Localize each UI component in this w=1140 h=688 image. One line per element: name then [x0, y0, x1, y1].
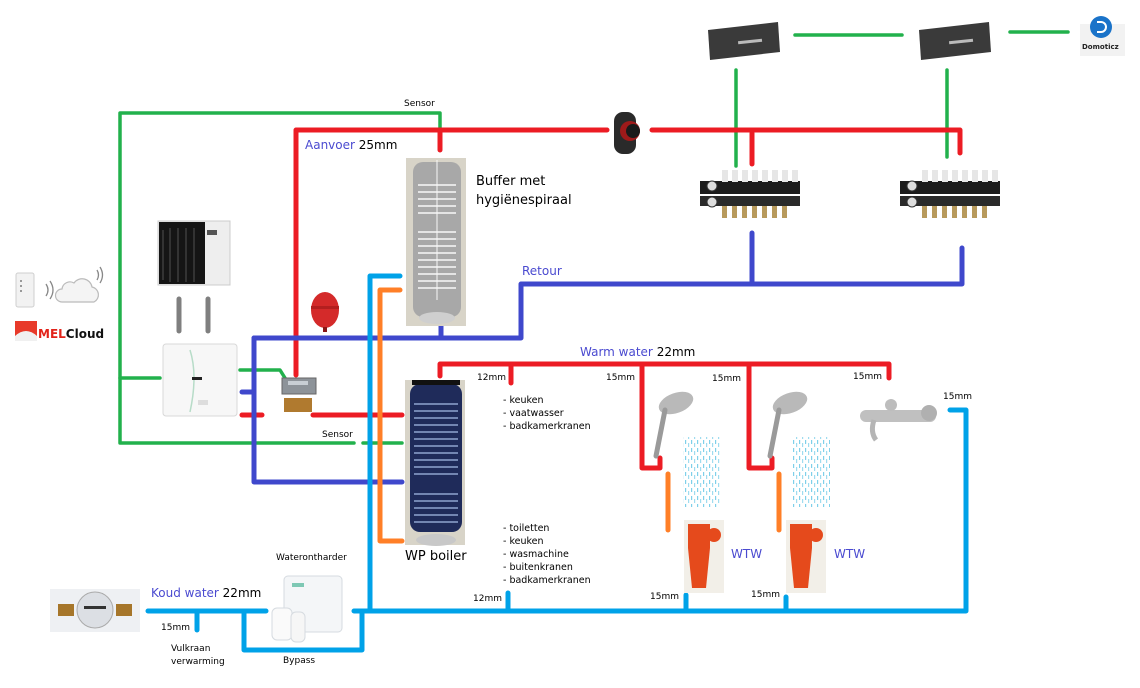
wtw-pipes [377, 287, 782, 544]
vulkraan-label: Vulkraan verwarming [171, 643, 225, 669]
cold-water-pipes [145, 273, 969, 653]
outdoor-heatpump-unit [157, 220, 231, 286]
supply-main [293, 127, 610, 378]
three-way-valve [281, 377, 317, 412]
warm-tap-list: - keuken - vaatwasser - badkamerkranen [503, 394, 591, 433]
wtw-unit-1 [684, 520, 724, 593]
wp-boiler [405, 380, 465, 546]
cold-tap-list: - toiletten - keuken - wasmachine - buit… [503, 522, 591, 587]
wtw-2-label: WTW [834, 547, 866, 561]
melcloud-mel: MEL [38, 327, 66, 341]
size-vulkraan: 15mm [161, 623, 190, 633]
buffer-tank [406, 158, 466, 326]
size-cold-main-tap: 12mm [473, 594, 502, 604]
warm-tap-item: - vaatwasser [503, 408, 564, 419]
warm-water-label: Warm water 22mm [580, 345, 695, 359]
warm-shower-2 [746, 361, 775, 471]
cold-to-buffer [367, 273, 403, 614]
cold-tap-item: - buitenkranen [503, 562, 573, 573]
water-meter [50, 589, 140, 632]
cold-after-softener [351, 407, 969, 614]
buffer-label-line2: hygiënespiraal [476, 193, 572, 208]
size-warm-shower-1: 15mm [606, 373, 635, 383]
return-loop [251, 335, 405, 485]
warm-water-text: Warm water [580, 345, 653, 359]
warm-shower-1 [639, 361, 663, 471]
koud-water-label: Koud water 22mm [151, 586, 261, 600]
cloud-icon [54, 278, 100, 303]
size-warm-shower-2: 15mm [712, 374, 741, 384]
floor-controller-2 [919, 22, 991, 60]
bath-tap [860, 399, 937, 442]
aanvoer-label: Aanvoer 25mm [305, 138, 397, 152]
cold-tap-item: - wasmachine [503, 549, 569, 560]
water-softener [271, 575, 343, 643]
wifi-signal-icon [45, 266, 104, 300]
domoticz-logo [1080, 16, 1125, 56]
cold-tap-item: - keuken [503, 536, 544, 547]
sensor-wire-boiler [118, 376, 356, 445]
aanvoer-text: Aanvoer [305, 138, 355, 152]
warm-tap-item: - keuken [503, 395, 544, 406]
shower-head-1 [653, 391, 694, 459]
melcloud-logo [15, 321, 37, 341]
koud-water-text: Koud water [151, 586, 219, 600]
retour-label: Retour [522, 264, 562, 278]
return-main [251, 245, 965, 341]
floor-controller-1 [708, 22, 780, 60]
domoticz-label: Domoticz [1082, 43, 1119, 51]
water-spray-1 [683, 437, 721, 507]
buffer-label: Buffer met hygiënespiraal [476, 172, 572, 210]
waterontharder-label: Waterontharder [276, 553, 347, 563]
wifi-adapter-icon [15, 272, 35, 308]
size-warm-bath: 15mm [853, 372, 882, 382]
vulkraan-line1: Vulkraan [171, 644, 211, 654]
warm-water-main [437, 361, 892, 381]
supply-pipes [239, 127, 963, 471]
size-cold-shower-2: 15mm [751, 590, 780, 600]
wtw-1-label: WTW [731, 547, 763, 561]
warm-water-size: 22mm [656, 345, 696, 359]
koud-water-size: 22mm [222, 586, 262, 600]
shower-head-2 [767, 391, 808, 459]
sensor-wires [118, 30, 1070, 445]
manifold-1 [700, 170, 800, 218]
return-pipes [239, 230, 965, 485]
bypass-label: Bypass [283, 656, 316, 666]
melcloud-label: MELCloud [38, 327, 104, 341]
indoor-hydrobox [162, 343, 238, 417]
vulkraan-line2: verwarming [171, 657, 225, 667]
sensor-wire-buffer [118, 111, 442, 380]
buffer-orange-loop [377, 287, 405, 544]
water-spray-2 [792, 437, 830, 507]
size-cold-shower-1: 15mm [650, 592, 679, 602]
supply-after-pump [649, 127, 963, 156]
expansion-vessel [311, 292, 339, 332]
size-warm-kitchen: 12mm [477, 373, 506, 383]
wp-boiler-label: WP boiler [405, 549, 467, 564]
size-cold-bath: 15mm [943, 392, 972, 402]
sensor-label-top: Sensor [404, 99, 435, 109]
wtw-unit-2 [786, 520, 826, 593]
sensor-label-mid: Sensor [322, 430, 353, 440]
buffer-label-line1: Buffer met [476, 174, 546, 189]
bypass-pipe [241, 608, 365, 653]
melcloud-cloud: Cloud [65, 327, 105, 341]
circulation-pump [614, 112, 640, 154]
warm-tap-item: - badkamerkranen [503, 421, 591, 432]
valve-control-wire [238, 368, 287, 380]
cold-tap-item: - badkamerkranen [503, 575, 591, 586]
cold-tap-item: - toiletten [503, 523, 550, 534]
manifold-2 [900, 170, 1000, 218]
aanvoer-size: 25mm [358, 138, 398, 152]
